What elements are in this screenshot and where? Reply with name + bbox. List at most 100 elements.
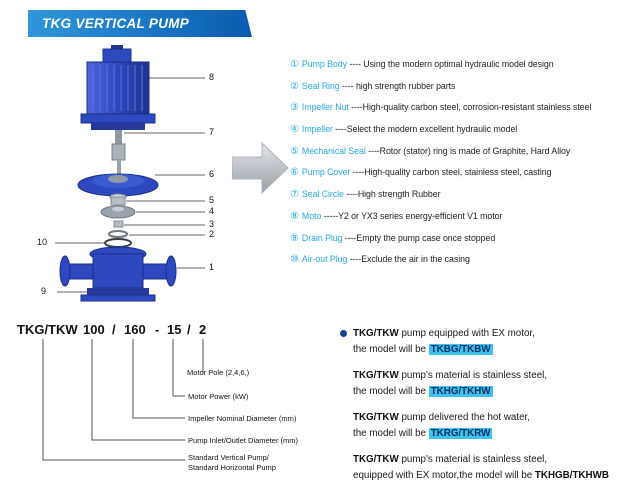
bullet-icon — [340, 330, 347, 337]
part-description: ----High strength Rubber — [346, 189, 441, 200]
part-name: Seal Circle — [301, 189, 344, 200]
part-number-badge: ⑦ — [290, 189, 299, 201]
motor-cap — [111, 45, 123, 50]
part-number-badge: ⑥ — [290, 167, 299, 179]
note-text: the model will be — [353, 385, 429, 397]
nomenclature-leader-lines — [42, 339, 204, 461]
part-number-badge: ② — [290, 80, 299, 92]
note-text: the model will be — [353, 343, 429, 355]
shaft-coupling — [111, 143, 126, 161]
model-code-bold: TKHGB/TKHWB — [534, 469, 609, 481]
pump-diagram-graphic — [55, 45, 205, 302]
page-title: TKG VERTICAL PUMP — [42, 16, 190, 31]
part-number-badge: ③ — [290, 102, 299, 114]
note-item: TKG/TKW pump delivered the hot water, th… — [340, 410, 612, 441]
impeller — [100, 205, 136, 219]
part-name: Air-out Plug — [301, 254, 348, 265]
note-item: TKG/TKW pump equipped with EX motor, the… — [340, 326, 612, 357]
motor-fins — [92, 65, 143, 111]
label-standard-horizontal: Standard Horizontal Pump — [188, 463, 276, 472]
callout-10: 10 — [37, 237, 48, 247]
pump-base-upper — [87, 288, 149, 295]
part-name: Impeller Nut — [301, 102, 349, 113]
part-name: Mechanical Seal — [301, 145, 366, 156]
label-motor-pole: Motor Pole (2,4,6,) — [187, 368, 250, 377]
part-name: Pump Cover — [301, 167, 351, 178]
outlet-flange — [165, 255, 177, 287]
part-number-badge: ⑨ — [290, 232, 299, 244]
part-description: ----Select the modern excellent hydrauli… — [335, 124, 518, 135]
impeller-nut — [113, 220, 124, 228]
model-separator: / — [112, 322, 116, 337]
note-text: equipped with EX motor,the model will be — [353, 469, 535, 481]
part-description: ----Exclude the air in the casing — [349, 254, 470, 265]
part-description: -----Y2 or YX3 series energy-efficient V… — [323, 210, 503, 221]
note-bold: TKG/TKW — [353, 454, 399, 465]
part-number-badge: ⑤ — [290, 145, 299, 157]
part-number-badge: ⑧ — [290, 210, 299, 222]
callout-3: 3 — [209, 219, 215, 229]
part-name: Seal Ring — [301, 80, 340, 91]
callout-5: 5 — [209, 195, 215, 205]
model-notes: TKG/TKW pump equipped with EX motor, the… — [340, 326, 612, 494]
model-segment-impeller: 160 — [124, 322, 146, 337]
note-bold: TKG/TKW — [353, 328, 399, 339]
model-separator: / — [187, 322, 191, 337]
label-motor-power: Motor Power (kW) — [188, 392, 249, 401]
model-segment-power: 15 — [167, 322, 182, 337]
callout-8: 8 — [209, 72, 215, 82]
label-inlet-outlet: Pump Inlet/Outlet Diameter (mm) — [188, 436, 299, 445]
pump-shaft — [115, 130, 122, 144]
note-text: pump delivered the hot water, — [398, 412, 530, 423]
mechanical-seal — [110, 196, 126, 206]
part-description: ---- Using the modern optimal hydraulic … — [349, 59, 554, 69]
model-code-chip: TKHG/TKHW — [428, 385, 493, 397]
model-separator: - — [155, 322, 160, 337]
seal-ring — [108, 230, 128, 238]
part-number-badge: ⑩ — [290, 254, 299, 266]
part-name: Moto — [301, 210, 322, 221]
callout-9: 9 — [41, 286, 47, 296]
model-segment-series: TKG/TKW — [17, 322, 78, 337]
note-bold: TKG/TKW — [353, 370, 399, 381]
inlet-flange — [59, 255, 71, 287]
model-segment-inlet: 100 — [83, 322, 105, 337]
callout-7: 7 — [209, 127, 215, 137]
motor-terminal-box — [102, 48, 132, 63]
part-description: ---- high strength rubber parts — [342, 80, 456, 91]
callout-4: 4 — [209, 206, 215, 216]
part-number-badge: ④ — [290, 124, 299, 136]
part-name: Drain Plug — [301, 232, 343, 243]
model-code-chip: TKBG/TKBW — [428, 343, 493, 355]
pump-cover-hub — [108, 175, 128, 183]
model-segment-pole: 2 — [199, 322, 207, 337]
motor-base — [91, 123, 145, 130]
note-text: pump's material is stainless steel, — [398, 370, 548, 381]
model-nomenclature: TKG/TKW 100 / 160 - 15 / 2 Motor Pole (2… — [15, 322, 335, 487]
impeller-hub — [112, 206, 124, 212]
arrow-right-icon — [232, 140, 290, 198]
pump-body — [92, 253, 144, 289]
callout-2: 2 — [209, 229, 215, 239]
callout-6: 6 — [209, 169, 215, 179]
part-number-badge: ① — [290, 59, 299, 70]
title-banner: TKG VERTICAL PUMP — [28, 10, 252, 37]
motor-body — [86, 61, 150, 115]
shaft-lower — [117, 160, 121, 176]
note-text: pump's material is stainless steel, — [398, 454, 548, 465]
pump-base-plate — [80, 294, 156, 302]
callout-leader-lines — [55, 77, 205, 293]
part-description: ----High-quality carbon steel, stainless… — [352, 167, 552, 178]
